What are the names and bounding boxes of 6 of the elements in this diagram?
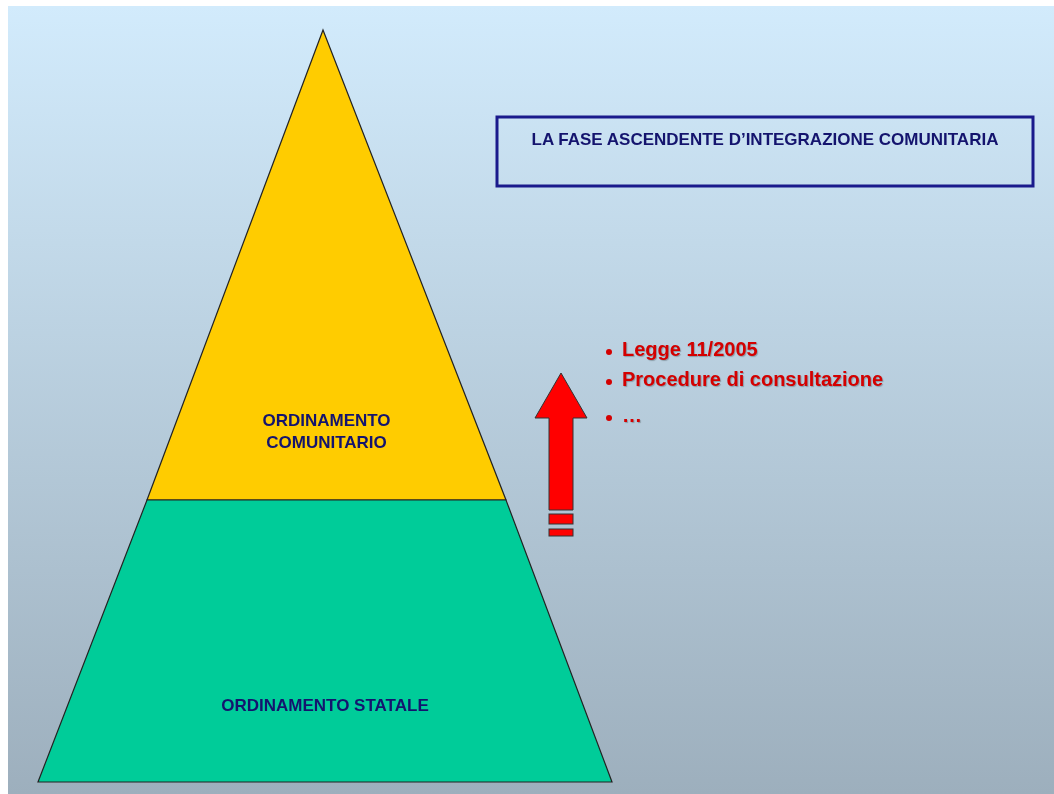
section-label: ORDINAMENTO STATALE	[220, 695, 430, 717]
bullet-item: …	[622, 404, 642, 427]
bullet-item: Procedure di consultazione	[622, 368, 884, 391]
heading-text: LA FASE ASCENDENTE D’INTEGRAZIONE COMUNITARIA	[530, 129, 1000, 151]
bullet-item: Legge 11/2005	[622, 338, 758, 361]
section-label: ORDINAMENTO COMUNITARIO	[261, 410, 392, 454]
